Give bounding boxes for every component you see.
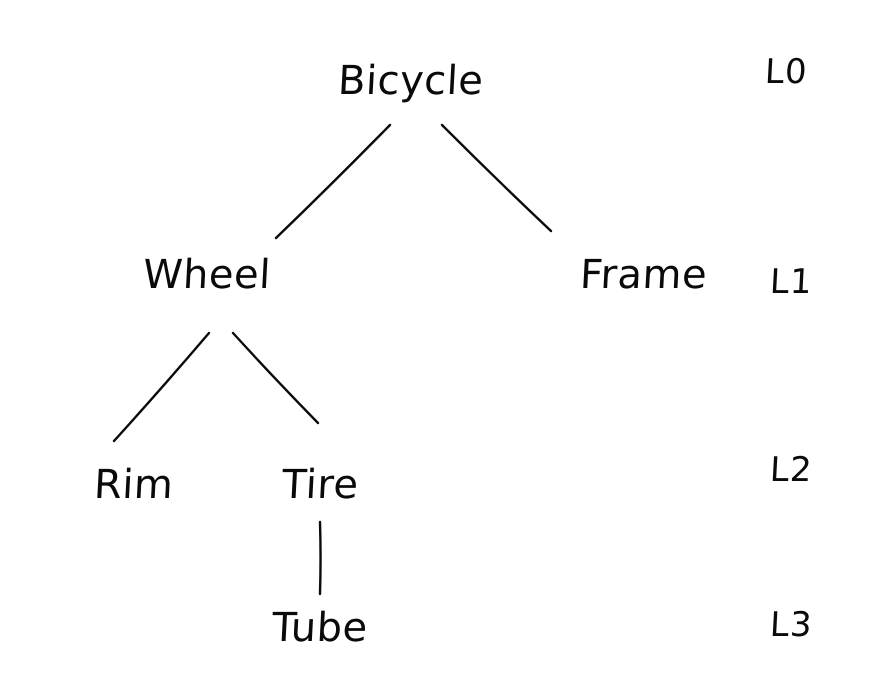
level-label-l0: L0 [763,52,809,92]
node-bicycle[interactable]: Bicycle [336,58,485,104]
level-label-l1: L1 [768,262,814,302]
node-wheel[interactable]: Wheel [141,252,272,298]
edge-bicycle-to-frame [440,123,553,233]
edge-bicycle-to-wheel [274,123,392,240]
edge-wheel-to-rim [112,331,211,443]
node-frame[interactable]: Frame [578,252,709,298]
level-label-l3: L3 [768,605,814,645]
node-tire[interactable]: Tire [280,462,360,508]
node-tube[interactable]: Tube [270,605,369,651]
level-label-l2: L2 [768,450,814,490]
edge-tire-to-tube [318,520,322,596]
node-rim[interactable]: Rim [92,462,175,508]
edge-wheel-to-tire [231,331,320,425]
